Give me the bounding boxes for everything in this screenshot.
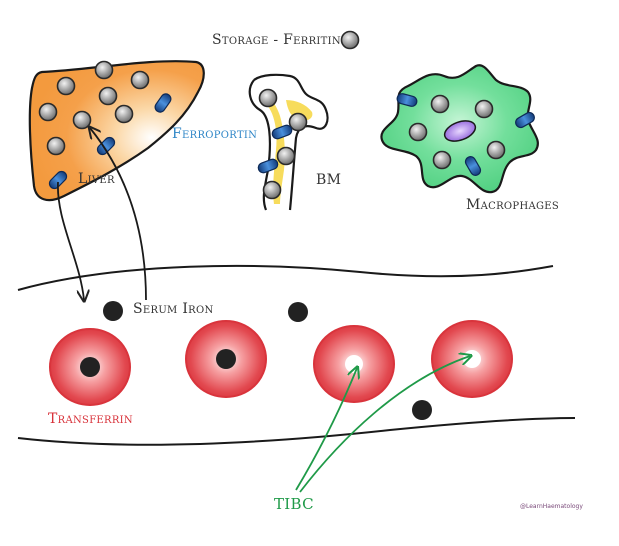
liver-label: Liver: [78, 171, 115, 187]
ferroportin-label: Ferroportin: [172, 126, 257, 142]
macrophages-label: Macrophages: [466, 197, 559, 213]
vessel-wall-top: [17, 264, 554, 291]
macrophage-nucleus: [443, 120, 477, 142]
tibc-arrow: [295, 368, 357, 491]
iron-uptake-arrow: [90, 128, 147, 301]
transferrin-label: Transferrin: [48, 411, 133, 427]
serum-iron-icon: [103, 301, 123, 321]
ferroportin-icon: [270, 123, 294, 141]
serum-iron-label: Serum Iron: [133, 301, 214, 317]
vessel-wall-bottom: [17, 417, 576, 446]
tibc-arrow: [299, 356, 470, 493]
ferritin-icon: [340, 30, 360, 50]
transferrin-icon: [313, 325, 395, 403]
credit-text: @LearnHaematology: [520, 503, 583, 510]
transferrin-icon: [185, 320, 267, 398]
serum-iron-icon: [412, 400, 432, 420]
transferrin-icon: [431, 320, 513, 398]
tibc-label: TIBC: [274, 495, 314, 513]
transferrin-icon: [49, 328, 131, 406]
liver: [28, 60, 205, 202]
bone-marrow: [248, 73, 329, 211]
serum-iron-icon: [288, 302, 308, 322]
iron-release-arrow: [57, 181, 84, 300]
storage-ferritin-label: Storage - Ferritin: [212, 32, 341, 48]
bm-label: BM: [316, 172, 341, 188]
macrophage: [380, 64, 539, 194]
